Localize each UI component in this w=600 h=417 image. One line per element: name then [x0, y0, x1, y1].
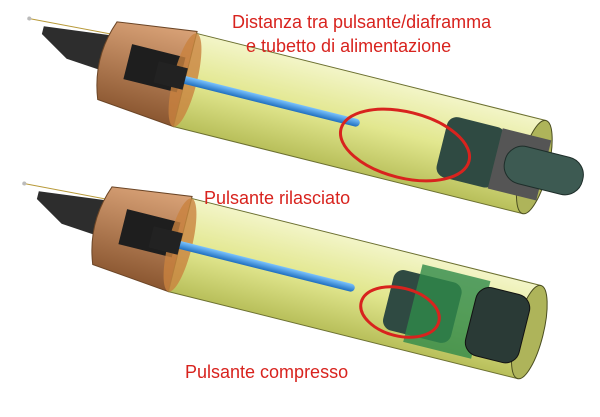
title-line-1: Distanza tra pulsante/diaframma — [232, 12, 492, 32]
label-compressed: Pulsante compresso — [185, 362, 349, 382]
title-line-2: e tubetto di alimentazione — [246, 36, 452, 56]
button-compressed — [382, 264, 531, 364]
highlight-gap-compressed — [359, 285, 441, 339]
highlight-gap-released — [338, 107, 472, 183]
button-released — [436, 117, 584, 201]
label-released: Pulsante rilasciato — [204, 188, 351, 208]
assembly-released — [9, 0, 584, 218]
